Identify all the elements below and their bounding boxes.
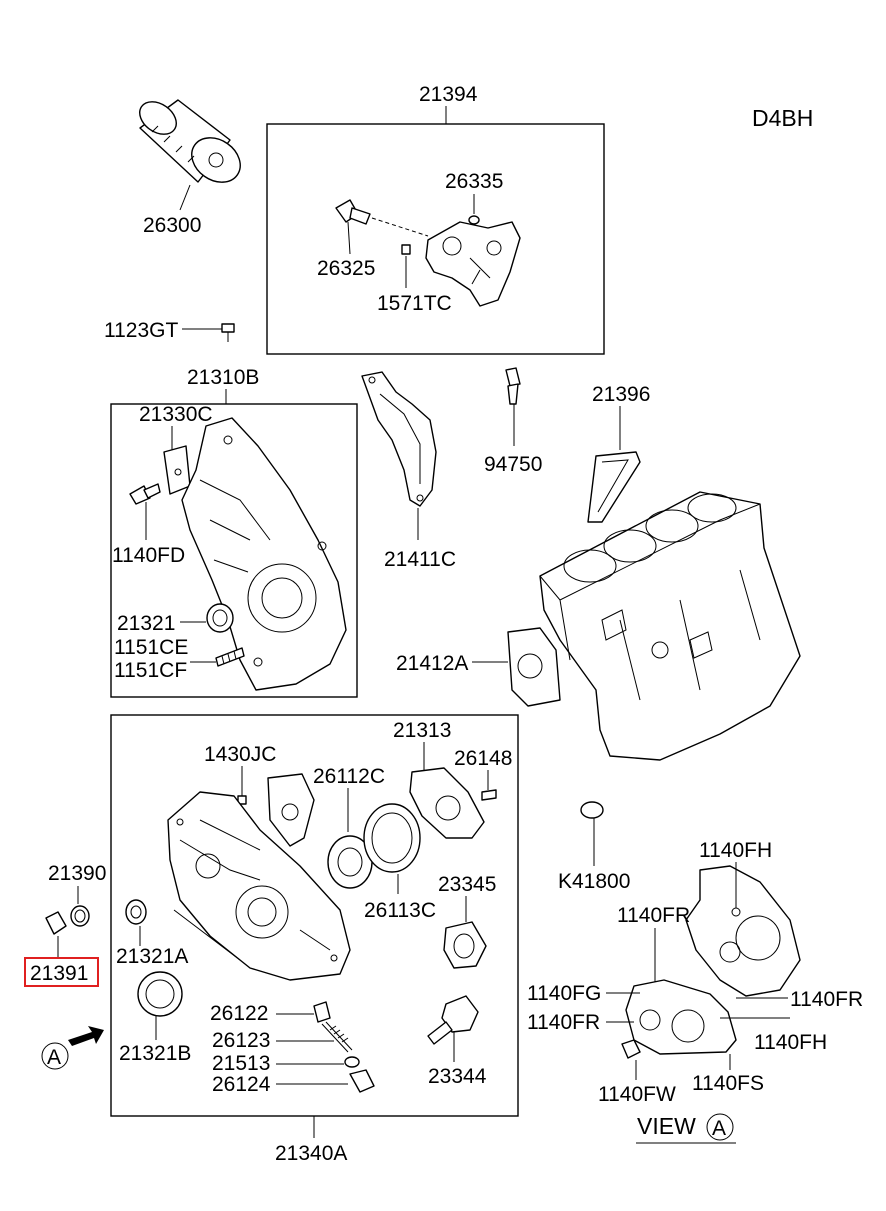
front-case-21310b [181, 417, 347, 691]
oil-pump-box [266, 123, 605, 355]
label-23345: 23345 [438, 873, 496, 896]
label-1571tc: 1571TC [377, 292, 452, 315]
label-26148: 26148 [454, 747, 512, 770]
oil-filter [139, 99, 241, 183]
label-21411c: 21411C [384, 548, 456, 571]
label-21391: 21391 [30, 962, 88, 985]
plug-21391 [45, 911, 67, 935]
inner-rotor-26112c [327, 835, 373, 889]
pin-1571tc [401, 244, 411, 255]
arrow-marker: A [47, 1046, 61, 1069]
seal-21321b [137, 971, 183, 1017]
sensor-94750 [505, 367, 521, 405]
case-21340a [167, 791, 351, 981]
label-1140fr-b: 1140FR [527, 1011, 600, 1034]
label-1140fh-b: 1140FH [754, 1031, 827, 1054]
label-21390: 21390 [48, 862, 106, 885]
label-1151cf: 1151CF [114, 659, 187, 682]
bolt-26325 [335, 199, 371, 225]
label-21412a: 21412A [396, 652, 468, 675]
view-a-text: VIEW [637, 1113, 696, 1139]
engine-code: D4BH [752, 105, 813, 131]
spring-26123 [321, 1021, 353, 1053]
bracket-21330c [163, 445, 191, 495]
label-1140fd: 1140FD [112, 544, 185, 567]
label-21321a: 21321A [116, 945, 188, 968]
pump-cover-21313 [409, 767, 485, 839]
label-26123: 26123 [212, 1029, 270, 1052]
label-1140fr-a: 1140FR [617, 904, 690, 927]
label-23344: 23344 [428, 1065, 487, 1088]
gasket-21412a [507, 627, 561, 707]
gasket-21411c [361, 371, 437, 507]
label-1151ce: 1151CE [114, 636, 188, 659]
view-a-arrow-icon [68, 1026, 104, 1046]
label-21321b: 21321B [119, 1042, 191, 1065]
label-94750: 94750 [484, 453, 542, 476]
label-26124: 26124 [212, 1073, 271, 1096]
gasket-21396 [587, 451, 641, 523]
plug-26124 [349, 1069, 375, 1093]
label-26112c: 26112C [313, 765, 385, 788]
label-21310b: 21310B [187, 366, 259, 389]
oring-26335 [468, 215, 480, 225]
label-26335: 26335 [445, 170, 503, 193]
cylinder-block [539, 491, 801, 761]
stud-1151c [215, 647, 245, 667]
label-1140fw: 1140FW [598, 1083, 676, 1106]
label-1140fr-c: 1140FR [790, 988, 863, 1011]
label-26325: 26325 [317, 257, 375, 280]
seal-21321a [125, 899, 147, 925]
label-21330c: 21330C [139, 403, 213, 426]
bolt-1140fd [129, 483, 161, 505]
shaft-23344 [427, 995, 479, 1045]
label-21513: 21513 [212, 1052, 270, 1075]
view-a-front-case [685, 865, 801, 997]
label-21394: 21394 [419, 83, 478, 106]
label-1123gt: 1123GT [104, 319, 178, 342]
bolt-1123gt [221, 323, 235, 333]
relief-housing-26112c-cover [267, 773, 315, 847]
oring-k41800 [580, 801, 604, 819]
label-21313: 21313 [393, 719, 451, 742]
label-1140fh-a: 1140FH [699, 839, 772, 862]
label-21396: 21396 [592, 383, 650, 406]
label-26122: 26122 [210, 1002, 268, 1025]
seal-21321 [206, 603, 234, 633]
label-26300: 26300 [143, 214, 201, 237]
label-1140fg: 1140FG [527, 982, 601, 1005]
label-21340a: 21340A [275, 1142, 347, 1165]
view-a-marker: A [712, 1117, 726, 1140]
highlight-21391[interactable] [24, 957, 99, 987]
label-1140fs: 1140FS [692, 1072, 764, 1095]
label-1430jc: 1430JC [204, 743, 276, 766]
gear-23345 [443, 921, 487, 969]
oil-pump-assembly [425, 221, 521, 307]
plunger-26122 [313, 1001, 331, 1023]
label-21321: 21321 [117, 612, 175, 635]
outer-rotor-26113c [363, 803, 421, 873]
screw-26148 [481, 789, 497, 801]
front-case-box [110, 403, 358, 698]
label-k41800: K41800 [558, 870, 630, 893]
view-a-caption: VIEW A [636, 1113, 736, 1144]
view-a-pump-case [621, 979, 737, 1059]
oring-21390 [70, 905, 90, 927]
gasket-21513 [344, 1056, 360, 1068]
label-26113c: 26113C [364, 899, 436, 922]
pin-1430jc [237, 795, 247, 805]
